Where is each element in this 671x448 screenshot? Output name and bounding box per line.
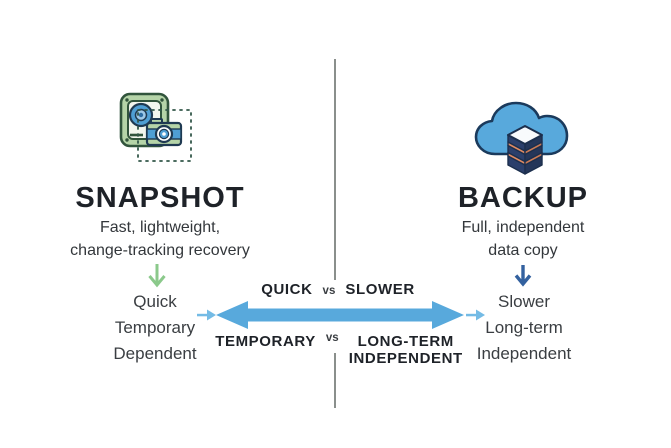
green-down-arrow-icon	[146, 262, 168, 292]
backup-trait-independent: Independent	[476, 344, 572, 363]
snapshot-trait-dependent: Dependent	[113, 344, 197, 363]
backup-subtitle-line2: data copy	[488, 242, 558, 259]
label-slower: SLOWER	[345, 281, 415, 298]
label-quick: QUICK	[261, 281, 313, 298]
small-right-arrow-right-icon	[466, 308, 486, 322]
label-longterm: LONG-TERM	[357, 333, 454, 350]
navy-down-arrow-icon	[512, 262, 534, 292]
label-vs-bottom: vs	[325, 332, 339, 344]
double-headed-arrow-icon	[216, 300, 464, 330]
label-independent: INDEPENDENT	[348, 350, 463, 367]
backup-subtitle: Full, independent data copy	[413, 216, 633, 262]
label-vs-top: vs	[322, 285, 336, 297]
small-right-arrow-left-icon	[197, 308, 217, 322]
comparison-top-labels: QUICK vs SLOWER	[240, 281, 436, 298]
backup-trait-longterm: Long-term	[485, 318, 563, 337]
snapshot-title: SNAPSHOT	[75, 182, 245, 214]
snapshot-disk-camera-icon	[114, 88, 198, 166]
backup-trait-slower: Slower	[498, 292, 550, 311]
backup-subtitle-line1: Full, independent	[461, 219, 585, 236]
backup-title: BACKUP	[457, 182, 589, 214]
label-longterm-independent: LONG-TERM INDEPENDENT	[349, 333, 463, 367]
backup-cloud-stack-icon	[468, 96, 578, 178]
label-temporary: TEMPORARY	[215, 333, 316, 350]
vertical-divider-top	[334, 59, 336, 280]
backup-traits-list: Slower Long-term Independent	[418, 289, 630, 367]
snapshot-subtitle-line2: change-tracking recovery	[70, 242, 250, 259]
snapshot-trait-temporary: Temporary	[114, 318, 196, 337]
snapshot-subtitle: Fast, lightweight, change-tracking recov…	[38, 216, 282, 262]
vertical-divider-bottom	[334, 353, 336, 408]
comparison-bottom-labels: TEMPORARY vs LONG-TERM INDEPENDENT	[215, 332, 462, 367]
snapshot-trait-quick: Quick	[133, 292, 177, 311]
snapshot-subtitle-line1: Fast, lightweight,	[99, 219, 221, 236]
snapshot-traits-list: Quick Temporary Dependent	[48, 289, 262, 367]
